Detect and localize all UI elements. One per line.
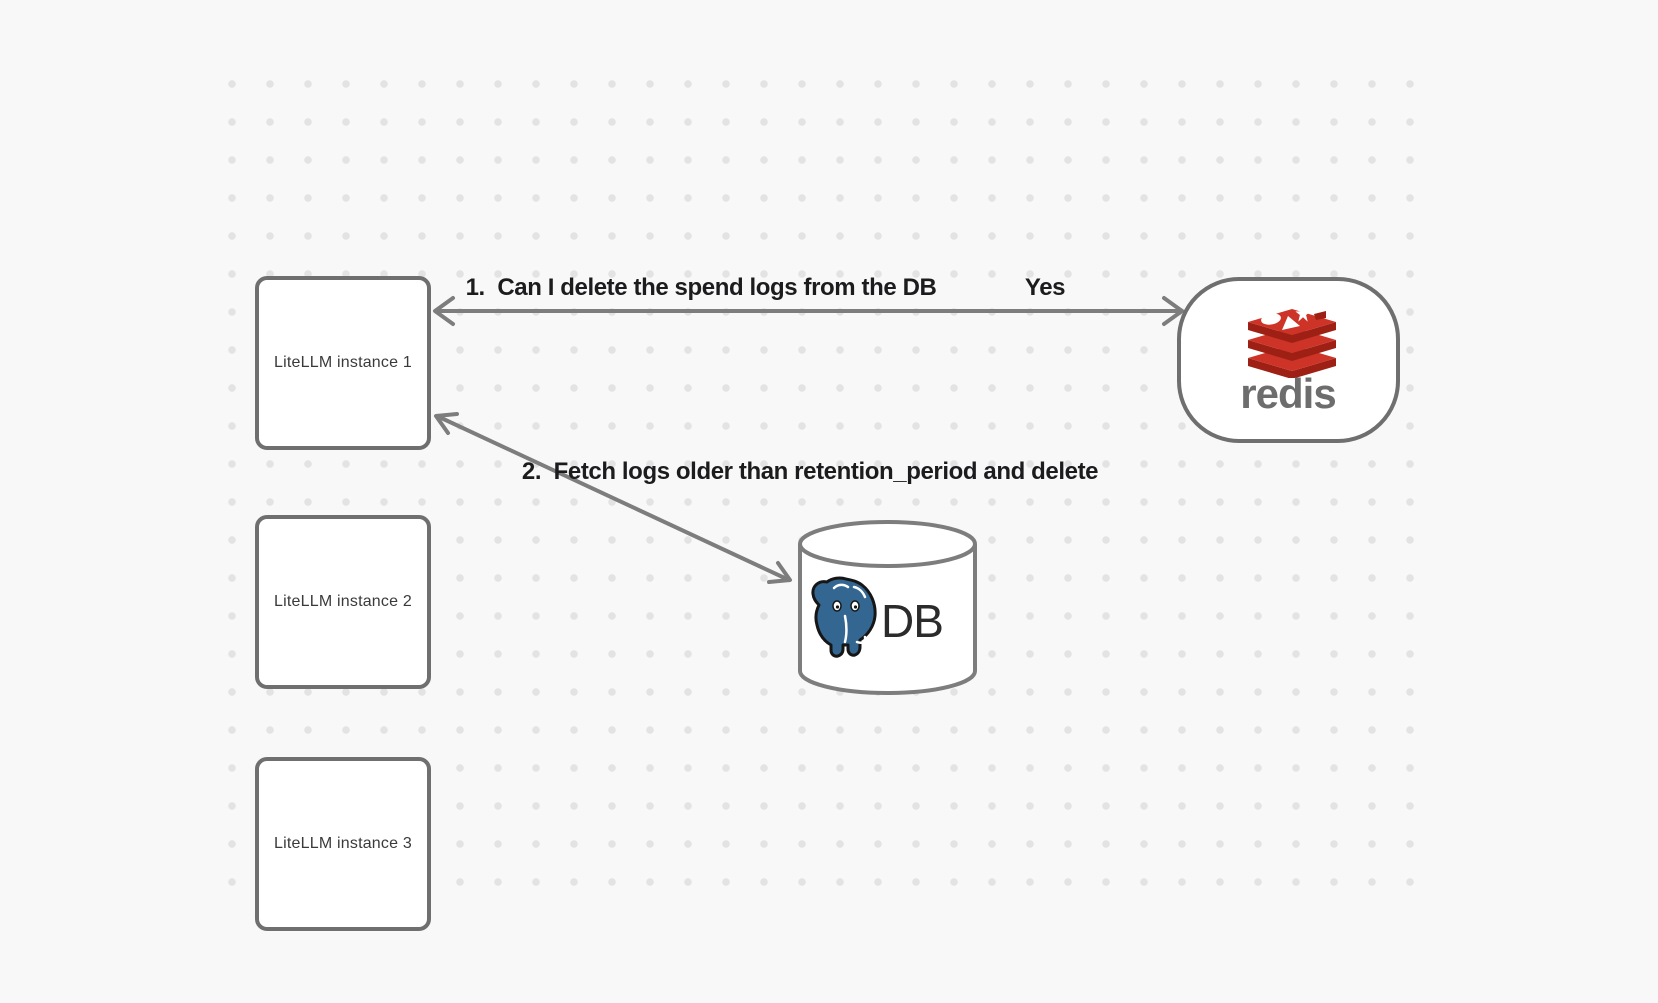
arrow-1-answer-label: Yes [1024, 274, 1066, 301]
redis-logo-icon [1248, 306, 1336, 378]
node-label: LiteLLM instance 3 [274, 835, 412, 852]
arrowhead-right-icon [1162, 296, 1184, 326]
node-label: LiteLLM instance 1 [274, 354, 412, 371]
arrowhead-box-icon [434, 412, 459, 435]
postgresql-elephant-icon [811, 576, 877, 658]
arrowhead-db-icon [767, 561, 792, 584]
arrow-fetch-logs [434, 412, 792, 584]
arrow-1-label: 1. Can I delete the spend logs from the … [465, 274, 937, 301]
node-litellm-instance-2: LiteLLM instance 2 [255, 515, 431, 689]
node-litellm-instance-1: LiteLLM instance 1 [255, 276, 431, 450]
arrow-2-label: 2. Fetch logs older than retention_perio… [521, 458, 1099, 485]
node-label: LiteLLM instance 2 [274, 593, 412, 610]
node-litellm-instance-3: LiteLLM instance 3 [255, 757, 431, 931]
redis-wordmark-label: redis [1240, 370, 1336, 417]
arrow-can-i-delete [433, 296, 1184, 326]
db-label: DB [881, 595, 944, 647]
arrowhead-left-icon [433, 296, 455, 326]
